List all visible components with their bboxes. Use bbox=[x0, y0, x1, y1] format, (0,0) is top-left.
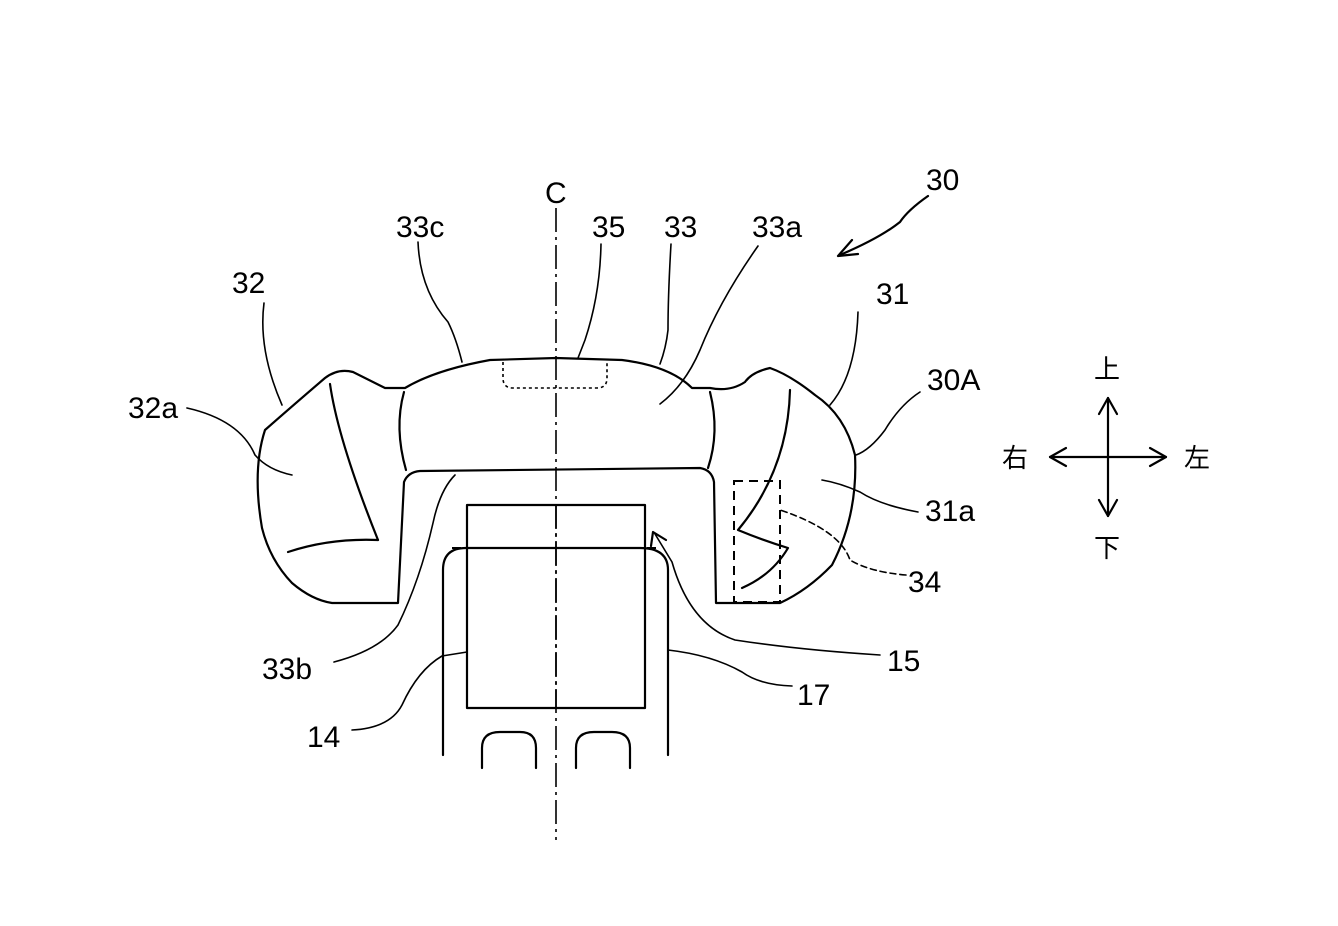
seam-right-upper bbox=[398, 390, 408, 472]
label-17: 17 bbox=[797, 679, 830, 712]
lower-tab-left bbox=[480, 730, 538, 770]
leader-31 bbox=[829, 311, 859, 406]
leader-35 bbox=[577, 243, 602, 359]
leader-33a bbox=[659, 245, 759, 405]
label-34: 34 bbox=[908, 566, 941, 599]
leader-31a bbox=[821, 479, 919, 513]
label-30: 30 bbox=[926, 164, 959, 197]
label-c: C bbox=[545, 177, 567, 210]
fold-right bbox=[328, 382, 380, 542]
lower-tab-right bbox=[574, 730, 632, 770]
label-33b: 33b bbox=[262, 653, 312, 686]
seam-left-upper bbox=[706, 390, 716, 470]
label-14: 14 bbox=[307, 721, 340, 754]
label-33: 33 bbox=[664, 211, 697, 244]
leader-14 bbox=[351, 651, 468, 731]
arrow-30-shaft bbox=[838, 194, 930, 257]
leader-33c bbox=[417, 241, 463, 363]
direction-down-label: 下 bbox=[1094, 534, 1120, 564]
arrow-up-icon bbox=[1097, 396, 1119, 416]
arrow-down-icon bbox=[1097, 498, 1119, 518]
leader-32 bbox=[262, 302, 283, 406]
label-15: 15 bbox=[887, 645, 920, 678]
label-33c: 33c bbox=[396, 211, 444, 244]
leader-34 bbox=[779, 509, 907, 576]
arrow-15-head bbox=[649, 530, 668, 548]
label-32: 32 bbox=[232, 267, 265, 300]
label-30a: 30A bbox=[927, 364, 980, 397]
airbag-outline bbox=[256, 356, 857, 605]
direction-right-label: 右 bbox=[1002, 444, 1028, 474]
arrow-30-head bbox=[836, 238, 860, 258]
label-33a: 33a bbox=[752, 211, 802, 244]
leader-32a bbox=[186, 407, 293, 476]
label-31: 31 bbox=[876, 278, 909, 311]
part-17-outline bbox=[441, 546, 670, 757]
fold-right-lower bbox=[286, 538, 380, 554]
label-32a: 32a bbox=[128, 392, 178, 425]
leader-33b bbox=[333, 474, 456, 663]
label-35: 35 bbox=[592, 211, 625, 244]
fold-left bbox=[736, 388, 792, 590]
arrow-right-direction-icon bbox=[1048, 446, 1068, 468]
arrow-left-direction-icon bbox=[1148, 446, 1168, 468]
label-31a: 31a bbox=[925, 495, 975, 528]
direction-up-label: 上 bbox=[1094, 355, 1120, 385]
vent-34-hidden bbox=[733, 480, 781, 603]
leader-17 bbox=[667, 649, 793, 687]
tether-35-hidden bbox=[502, 362, 608, 389]
leader-15 bbox=[654, 533, 881, 656]
leader-33 bbox=[659, 243, 672, 365]
direction-left-label: 左 bbox=[1184, 444, 1210, 474]
leader-30A bbox=[855, 391, 921, 456]
